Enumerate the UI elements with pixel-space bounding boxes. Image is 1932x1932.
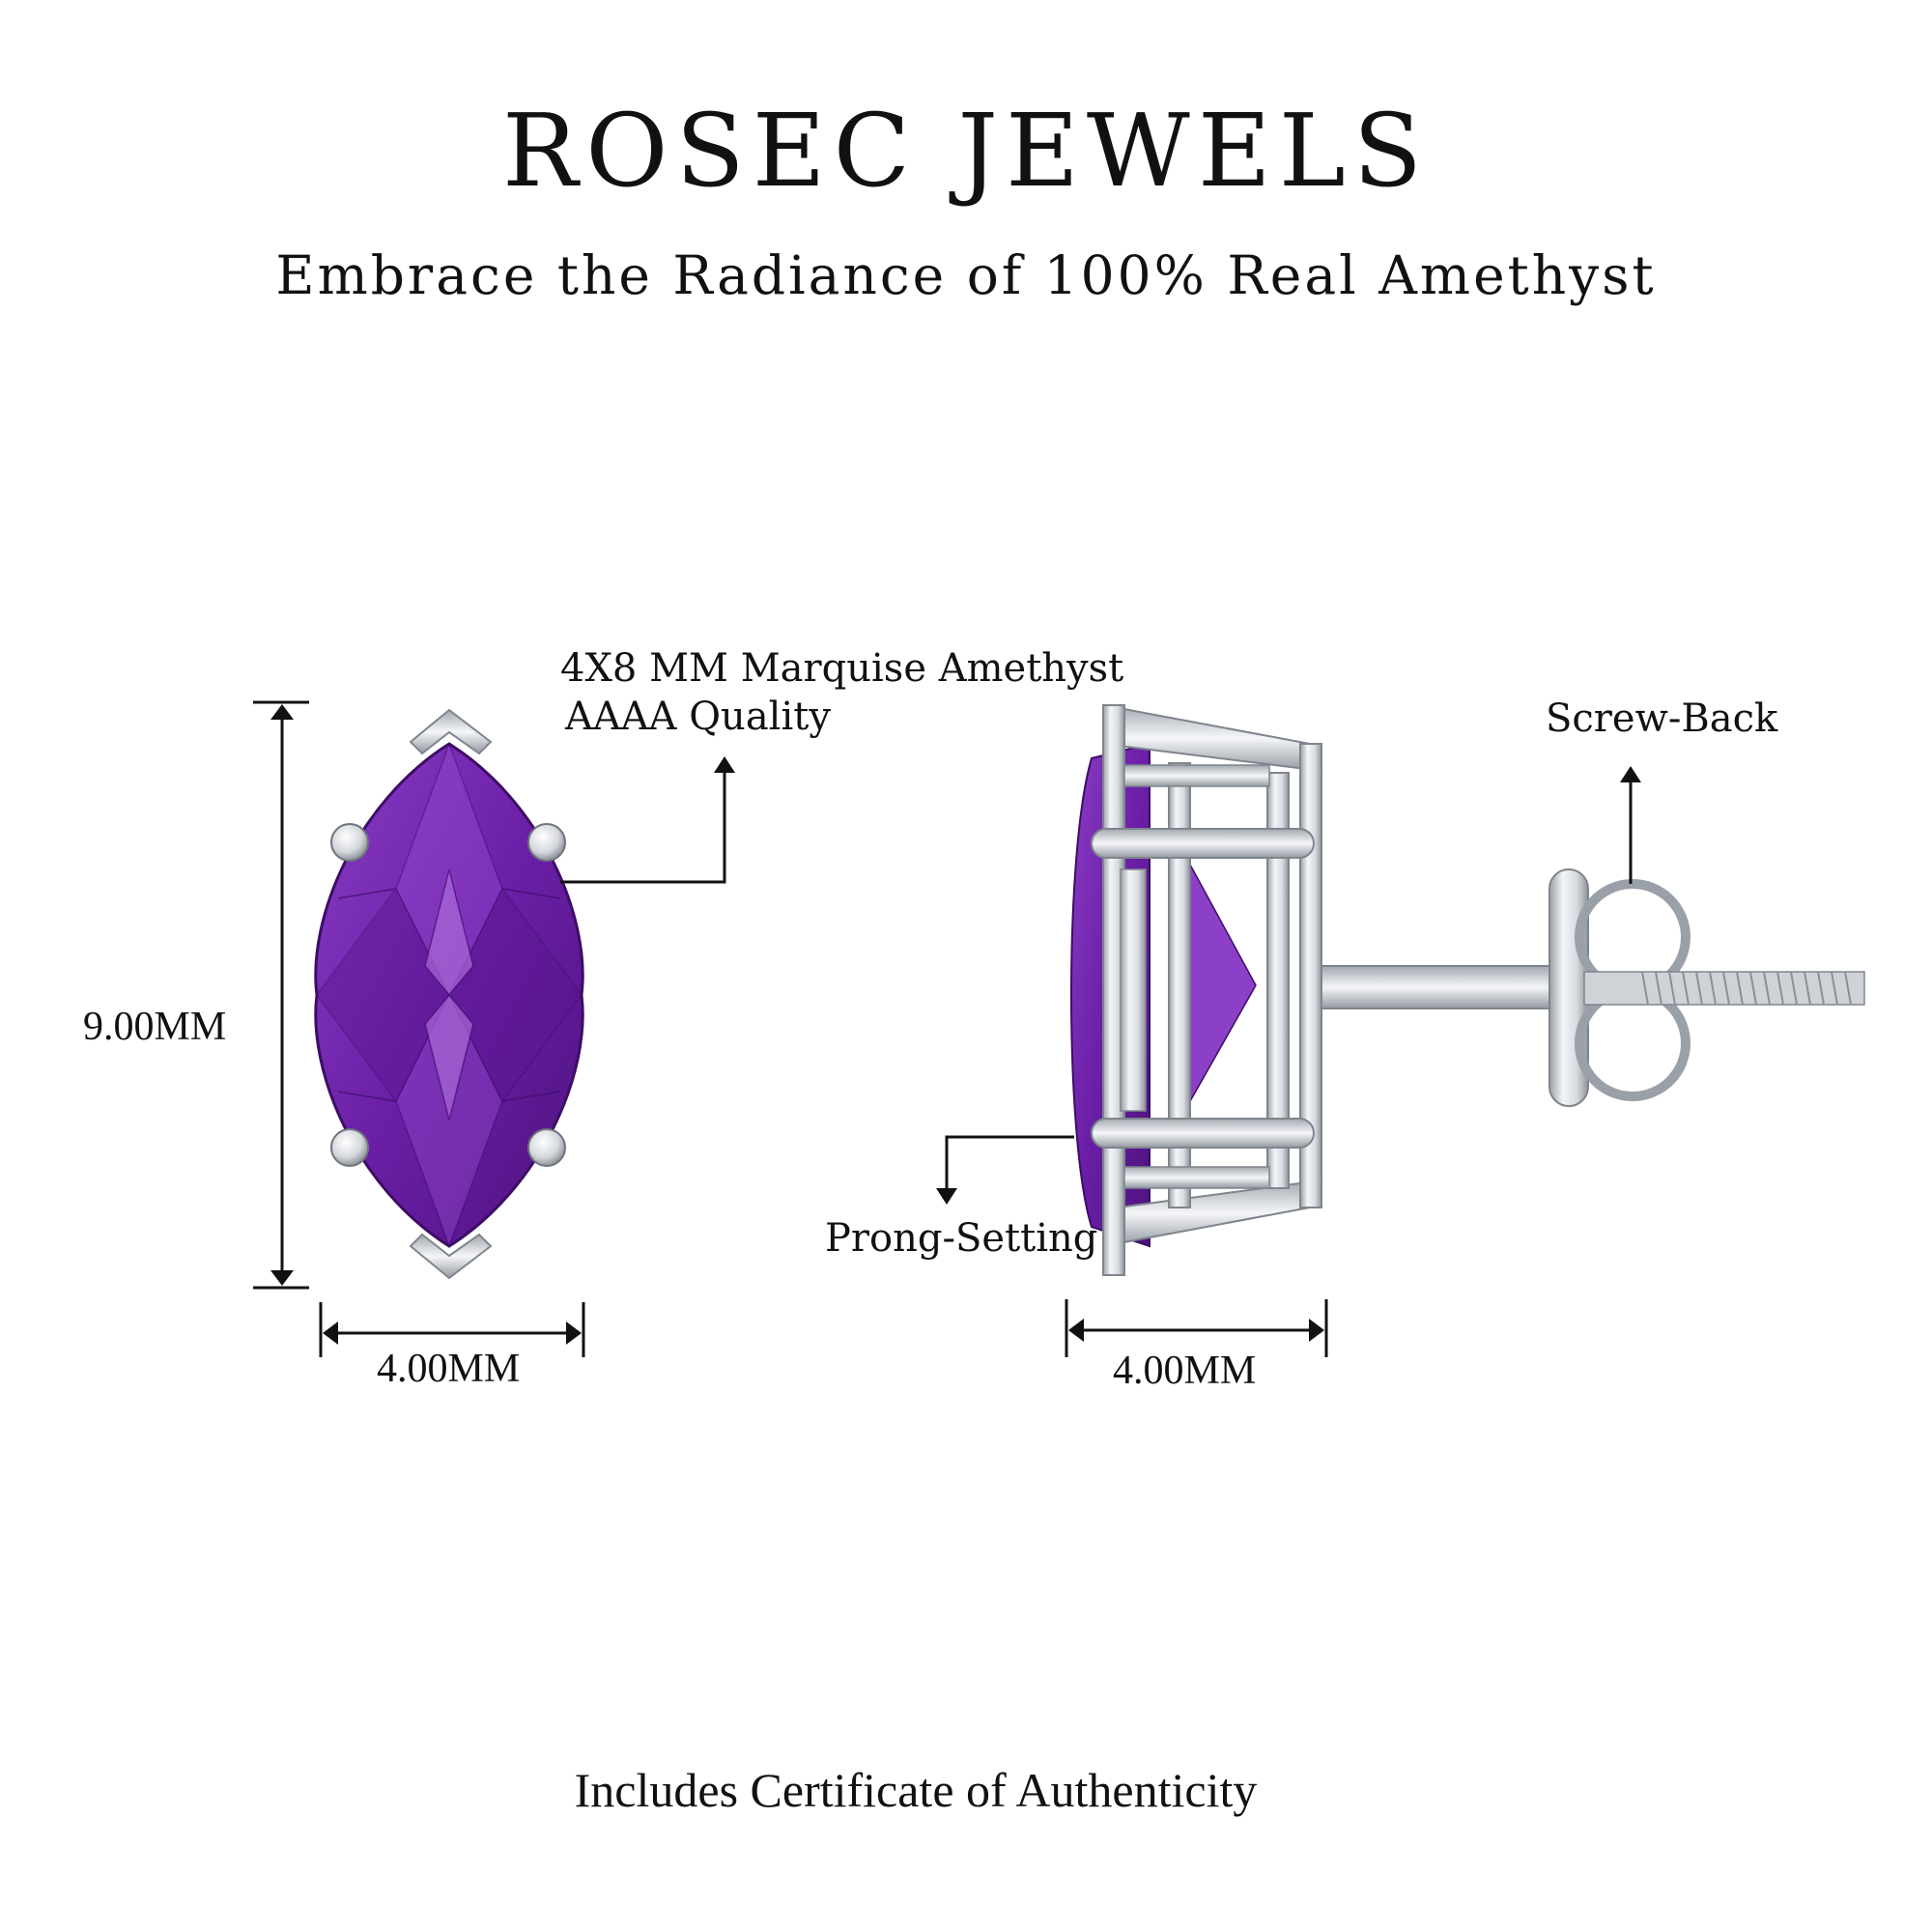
marquise-amethyst [314,742,584,1248]
prong-ball [527,823,566,862]
basket-band [1123,1166,1270,1189]
basket-post [1168,762,1191,1208]
front-view-earring [314,708,584,1280]
side-prong [1091,828,1315,859]
front-height-label: 9.00MM [83,1005,227,1049]
stone-callout-line1: 4X8 MM Marquise Amethyst [560,646,1124,691]
gem-facets [316,741,582,1249]
prong-ball [330,1128,369,1167]
prong-ball [330,823,369,862]
tagline: Embrace the Radiance of 100% Real Amethy… [275,244,1657,306]
top-prong [409,708,493,755]
brand-title: ROSEC JEWELS [501,92,1431,210]
front-width-dimension [319,1302,585,1357]
prong-ball [527,1128,566,1167]
front-height-dimension [253,700,309,1290]
side-width-dimension [1065,1299,1328,1357]
prong-setting-leader [936,1135,1074,1205]
basket-band [1123,764,1270,787]
certificate-note: Includes Certificate of Authenticity [574,1763,1258,1817]
screw-back-label: Screw-Back [1546,696,1778,741]
basket-post [1266,772,1290,1189]
screw-back-loop [1575,985,1690,1101]
side-prong [1091,1118,1315,1149]
earring-post [1321,965,1554,1009]
prong-setting-label: Prong-Setting [825,1216,1098,1261]
bottom-prong [409,1233,493,1280]
side-view-earring [1070,703,1865,1276]
screw-back-leader [1620,766,1641,884]
front-width-label: 4.00MM [377,1347,521,1391]
stone-callout-leader [560,756,735,884]
side-width-label: 4.00MM [1113,1349,1257,1393]
stone-callout-line2: AAAA Quality [565,695,831,739]
